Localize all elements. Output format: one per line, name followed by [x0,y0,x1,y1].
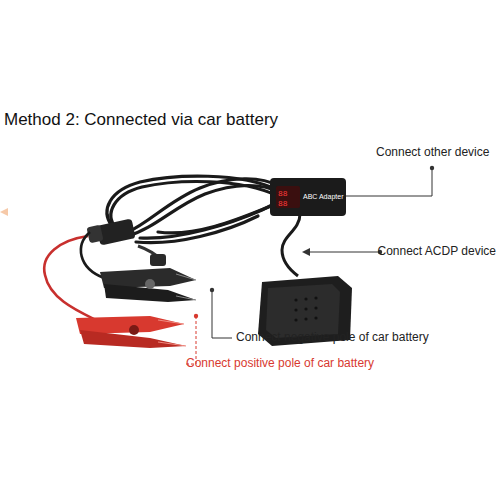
device-label: ABC Adapter [303,193,343,201]
callout-label: Connect positive pole of car battery [186,357,374,371]
diagram-title: Method 2: Connected via car battery [4,110,278,130]
callout-label: Connect other device [376,146,489,160]
callout-label: Connect ACDP device [377,245,496,259]
svg-text:88: 88 [278,189,288,198]
callout-label: Connect negative pole of car battery [236,331,429,345]
svg-text:88: 88 [278,199,288,208]
